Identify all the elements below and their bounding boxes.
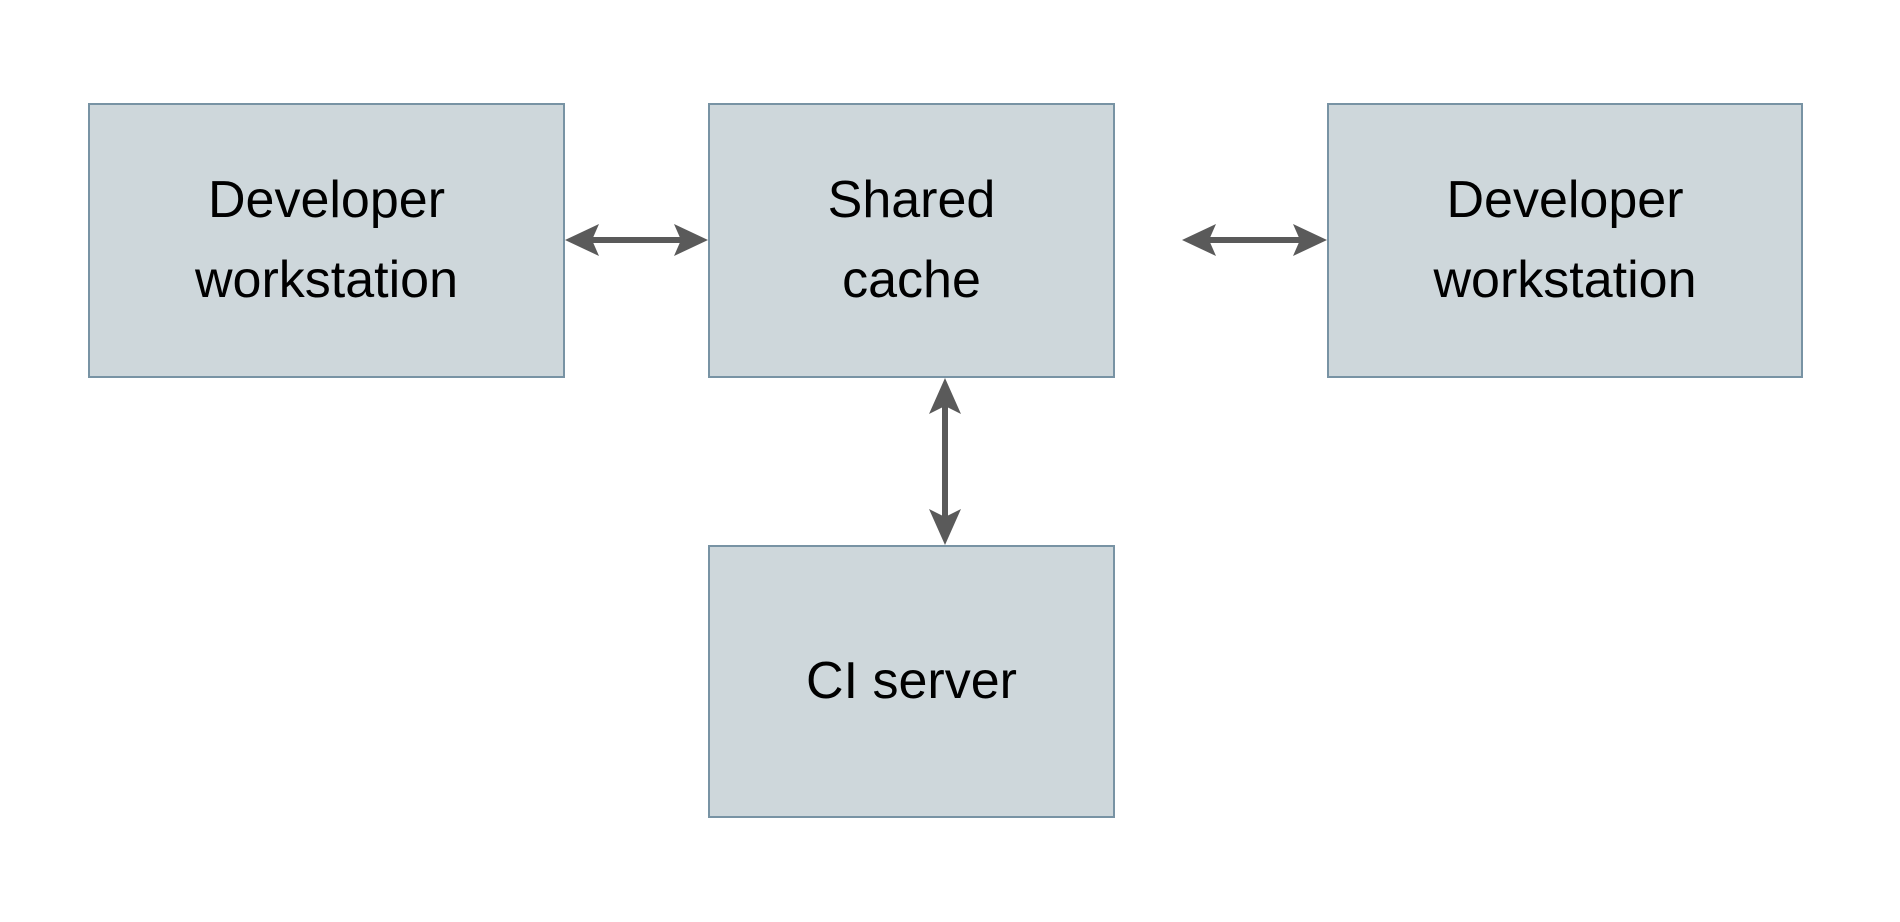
node-shared-cache[interactable]: Shared cache: [708, 103, 1115, 378]
node-label-developer-workstation-left: Developer workstation: [195, 171, 458, 309]
edge-left-workstation-shared-cache: [565, 210, 708, 270]
node-label-ci-server: CI server: [806, 651, 1017, 710]
node-label-shared-cache: Shared cache: [827, 171, 996, 309]
edge-shared-cache-ci-server: [915, 378, 975, 545]
edge-shared-cache-right-workstation: [1182, 210, 1327, 270]
double-arrow-vertical-icon: [929, 378, 961, 545]
node-developer-workstation-right[interactable]: Developer workstation: [1327, 103, 1803, 378]
double-arrow-horizontal-icon: [1182, 224, 1327, 256]
node-developer-workstation-left[interactable]: Developer workstation: [88, 103, 565, 378]
node-ci-server[interactable]: CI server: [708, 545, 1115, 818]
node-label-developer-workstation-right: Developer workstation: [1433, 171, 1697, 309]
double-arrow-horizontal-icon: [565, 224, 708, 256]
